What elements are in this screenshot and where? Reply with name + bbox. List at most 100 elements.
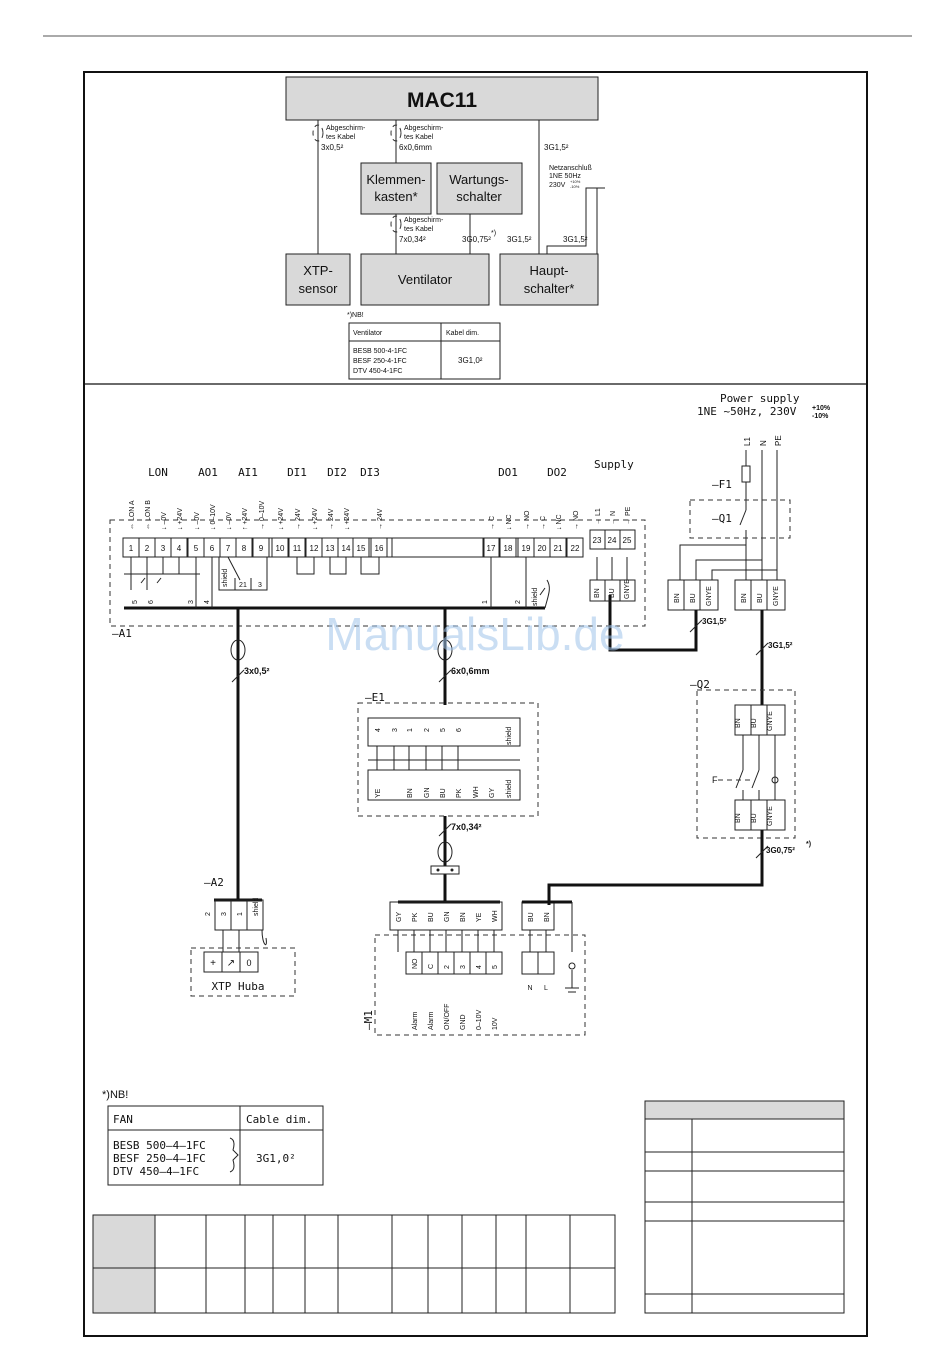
- m1-power-wire: BU: [528, 912, 535, 922]
- a1-terminal: 15: [357, 544, 366, 553]
- a1-signal-label: ⇔ LON A: [129, 500, 136, 530]
- a1-signal-label: → 24V: [328, 508, 335, 530]
- a1-signal-label: ↑ +24V: [242, 508, 249, 530]
- a1-sub-2: 2: [239, 582, 243, 589]
- e1-bottom-wire: GY: [489, 788, 496, 798]
- q2-top-2: BU: [751, 718, 758, 728]
- a1-terminal: 11: [293, 544, 302, 553]
- m1-label: –M1: [362, 1010, 375, 1030]
- e1-bottom-wire: BU: [440, 788, 447, 798]
- supply-wire-1: BN: [594, 588, 601, 598]
- a1-lower-1: 5: [132, 600, 139, 604]
- a1-terminal: 6: [210, 544, 215, 553]
- netz-l2: 1NE 50Hz: [549, 173, 581, 180]
- xtp-huba-name: XTP Huba: [212, 980, 265, 993]
- vent-star: *): [491, 230, 496, 237]
- a1-group-label: AI1: [238, 466, 258, 479]
- power-supply-spec: 1NE ~50Hz, 230V: [697, 405, 797, 418]
- e1-top-terminal: 5: [440, 728, 447, 732]
- e1-bottom-wire: WH: [473, 786, 480, 798]
- haupt-label-1: Haupt-: [529, 263, 568, 278]
- a1-signal-label: → 24V: [377, 508, 384, 530]
- a1-group-label: DI2: [327, 466, 347, 479]
- supply-terminal: 23: [593, 536, 602, 545]
- mac11-box: [285, 76, 599, 121]
- footnote-nb: *)NB!: [102, 1089, 128, 1101]
- a1-terminal: 12: [310, 544, 319, 553]
- a1-terminal: 3: [161, 544, 166, 553]
- m1-wire: GY: [396, 912, 403, 922]
- mac11-title: MAC11: [407, 89, 477, 112]
- a1-lower-4: 4: [204, 600, 211, 604]
- block-table-row-1: BESB 500-4-1FC: [353, 348, 407, 355]
- mac-haupt-cable: 3G1,5²: [544, 143, 569, 152]
- power-tol-minus: -10%: [812, 413, 829, 420]
- supply-label: Supply: [594, 458, 634, 471]
- line-pe: PE: [774, 435, 783, 446]
- a2-terminal: shield: [253, 898, 260, 916]
- footnote: *)NB! FAN Cable dim. BESB 500–4–1FC BESF…: [102, 1089, 324, 1186]
- netz-l3: 230V: [549, 182, 566, 189]
- e1-bottom-wire: PK: [456, 788, 463, 798]
- f1-label: –F1: [712, 478, 732, 491]
- footnote-row-3: DTV 450–4–1FC: [113, 1165, 199, 1178]
- supply-signal-label: → L1: [595, 508, 602, 525]
- block-table-head-2: Kabel dim.: [446, 330, 479, 337]
- a1-lower-3: 3: [188, 600, 195, 604]
- xtp-zero: 0: [246, 958, 251, 968]
- e1-top-terminal: 1: [407, 728, 414, 732]
- q1-wire-box-right: [734, 579, 786, 611]
- m1-signal-label: 0–10V: [476, 1009, 483, 1030]
- a1-lower-2: 6: [148, 600, 155, 604]
- block-nb: *)NB!: [347, 312, 364, 319]
- revision-block: [644, 1100, 845, 1314]
- q2-frame: [696, 689, 796, 839]
- m1-terminal: 2: [444, 965, 451, 969]
- m1-l: L: [544, 985, 548, 992]
- footnote-row-2: BESF 250–4–1FC: [113, 1152, 206, 1165]
- e1-bottom-wire: BN: [407, 788, 414, 798]
- netz-tol-1: +10%: [570, 179, 581, 184]
- fuse-f1: [741, 465, 751, 483]
- cable1-l2: tes Kabel: [326, 134, 356, 141]
- e1-top-terminal: 3: [392, 728, 399, 732]
- xtp-label-1: XTP-: [303, 263, 333, 278]
- a1-frame: [109, 519, 646, 627]
- m1-signal-label: 10V: [492, 1017, 499, 1030]
- a1-sub-1: 1: [243, 582, 247, 589]
- drawing-frame: [83, 71, 868, 1337]
- a1-signal-label: ↓ +24V: [344, 508, 351, 530]
- a1-shield-1: shield: [222, 569, 229, 587]
- m1-wire: WH: [492, 910, 499, 922]
- cable2-l1: Abgeschirm-: [404, 125, 444, 132]
- q1-wire-6: GNYE: [773, 586, 780, 606]
- footnote-row-1: BESB 500–4–1FC: [113, 1139, 206, 1152]
- vent-cable: 3G0,75²: [462, 235, 491, 244]
- a1-terminal: 20: [538, 544, 547, 553]
- title-block: [92, 1214, 616, 1314]
- cable-q1: 3G1,5²: [702, 617, 727, 626]
- a1-terminal: 13: [326, 544, 335, 553]
- supply-terminal: 24: [608, 536, 617, 545]
- q1-wire-2: BU: [690, 593, 697, 603]
- cable-a2: 3x0,5²: [244, 666, 270, 676]
- netz-l1: Netzanschluß: [549, 165, 592, 172]
- line-n: N: [759, 440, 768, 446]
- footnote-table: [107, 1105, 324, 1186]
- a1-group-label: DO2: [547, 466, 567, 479]
- m1-terminal: 5: [492, 965, 499, 969]
- power-supply-title: Power supply: [720, 392, 800, 405]
- e1-top-shield: shield: [506, 727, 513, 745]
- cable-m1: 3G0,75²: [766, 846, 795, 855]
- cable-e1: 6x0,6mm: [451, 666, 490, 676]
- cable2-l3: 6x0,6mm: [399, 143, 432, 152]
- line-l1: L1: [743, 437, 752, 446]
- e1-frame: [357, 702, 539, 817]
- ventilator-label: Ventilator: [398, 272, 453, 287]
- supply-wire-2: BU: [609, 588, 616, 598]
- wartung-label-2: schalter: [456, 189, 502, 204]
- a1-label: –A1: [112, 627, 132, 640]
- schematic: Power supply 1NE ~50Hz, 230V +10% -10% L…: [109, 392, 831, 1036]
- q2-bot-3: GNYE: [767, 806, 774, 826]
